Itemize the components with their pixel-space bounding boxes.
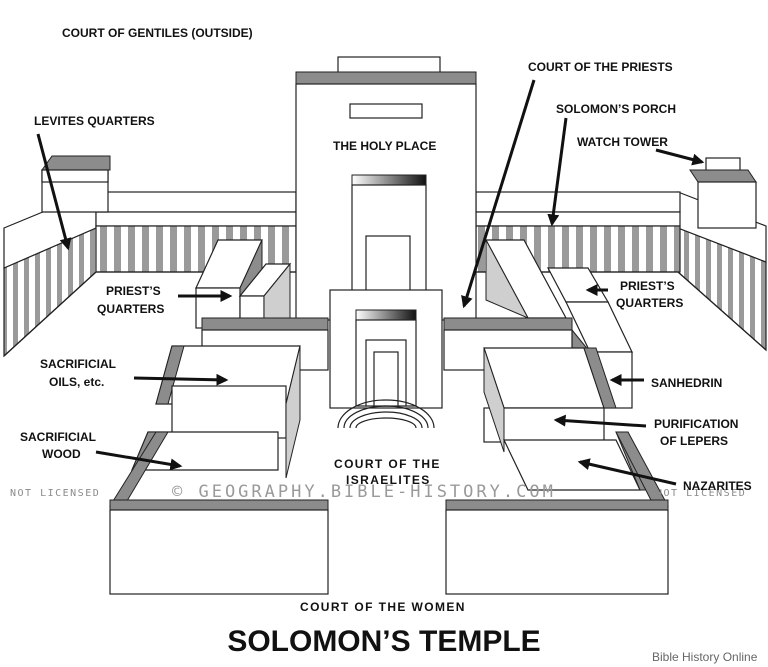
label-priests-quarters-right-1: PRIEST’S — [620, 279, 675, 293]
label-priests-quarters-left-2: QUARTERS — [97, 302, 164, 316]
label-court-of-the-priests: COURT OF THE PRIESTS — [528, 60, 673, 74]
label-purification-2: OF LEPERS — [660, 434, 728, 448]
back-wall-right-band — [475, 211, 681, 227]
arrow-wood — [95, 450, 183, 471]
label-sacrificial-oils-2: OILS, etc. — [49, 375, 104, 389]
label-levites-quarters: LEVITES QUARTERS — [34, 114, 155, 128]
court-of-women-walls — [109, 431, 669, 595]
pointer-arrows — [36, 79, 705, 486]
left-watch-tower — [41, 155, 111, 213]
label-sacrificial-oils-1: SACRIFICIAL — [40, 357, 116, 371]
arrow-oils — [133, 373, 229, 386]
label-holy-place: THE HOLY PLACE — [333, 139, 436, 153]
watermark-text: © GEOGRAPHY.BIBLE-HISTORY.COM — [172, 482, 556, 502]
arrow-solomons-porch — [547, 117, 568, 227]
label-sacrificial-wood-2: WOOD — [42, 447, 81, 461]
label-court-of-gentiles: COURT OF GENTILES (OUTSIDE) — [62, 26, 253, 40]
label-sacrificial-wood-1: SACRIFICIAL — [20, 430, 96, 444]
arrow-watch-tower — [655, 148, 705, 166]
back-wall-left-top — [95, 191, 297, 213]
not-licensed-left: NOT LICENSED — [10, 488, 100, 499]
label-solomons-porch: SOLOMON’S PORCH — [556, 102, 676, 116]
diagram-title: SOLOMON’S TEMPLE — [227, 625, 540, 658]
label-court-israelites-1: COURT OF THE — [334, 457, 441, 471]
arrow-nazarites — [577, 458, 677, 486]
back-wall-right-top — [475, 191, 681, 213]
label-purification-1: PURIFICATION — [654, 417, 738, 431]
right-watch-tower — [689, 157, 757, 229]
arrow-levites — [36, 133, 72, 251]
back-wall-left-band — [95, 211, 297, 227]
arrow-court-priests — [461, 79, 536, 309]
label-sanhedrin: SANHEDRIN — [651, 376, 722, 390]
holy-place-building — [295, 56, 477, 321]
outer-wall-colonnades — [3, 189, 767, 358]
label-priests-quarters-left-1: PRIEST’S — [106, 284, 161, 298]
priests-quarters-left-block — [195, 239, 292, 331]
credit-text: Bible History Online — [652, 650, 758, 664]
label-court-of-women: COURT OF THE WOMEN — [300, 600, 466, 614]
label-court-israelites-2: ISRAELITES — [346, 473, 431, 487]
arrow-purification — [553, 414, 647, 428]
left-side-chambers — [131, 345, 301, 479]
diagram-labels: COURT OF GENTILES (OUTSIDE) COURT OF THE… — [20, 26, 752, 614]
label-nazarites: NAZARITES — [683, 479, 752, 493]
label-watch-tower: WATCH TOWER — [577, 135, 668, 149]
not-licensed-right: NOT LICENSED — [656, 488, 746, 499]
label-priests-quarters-right-2: QUARTERS — [616, 296, 683, 310]
